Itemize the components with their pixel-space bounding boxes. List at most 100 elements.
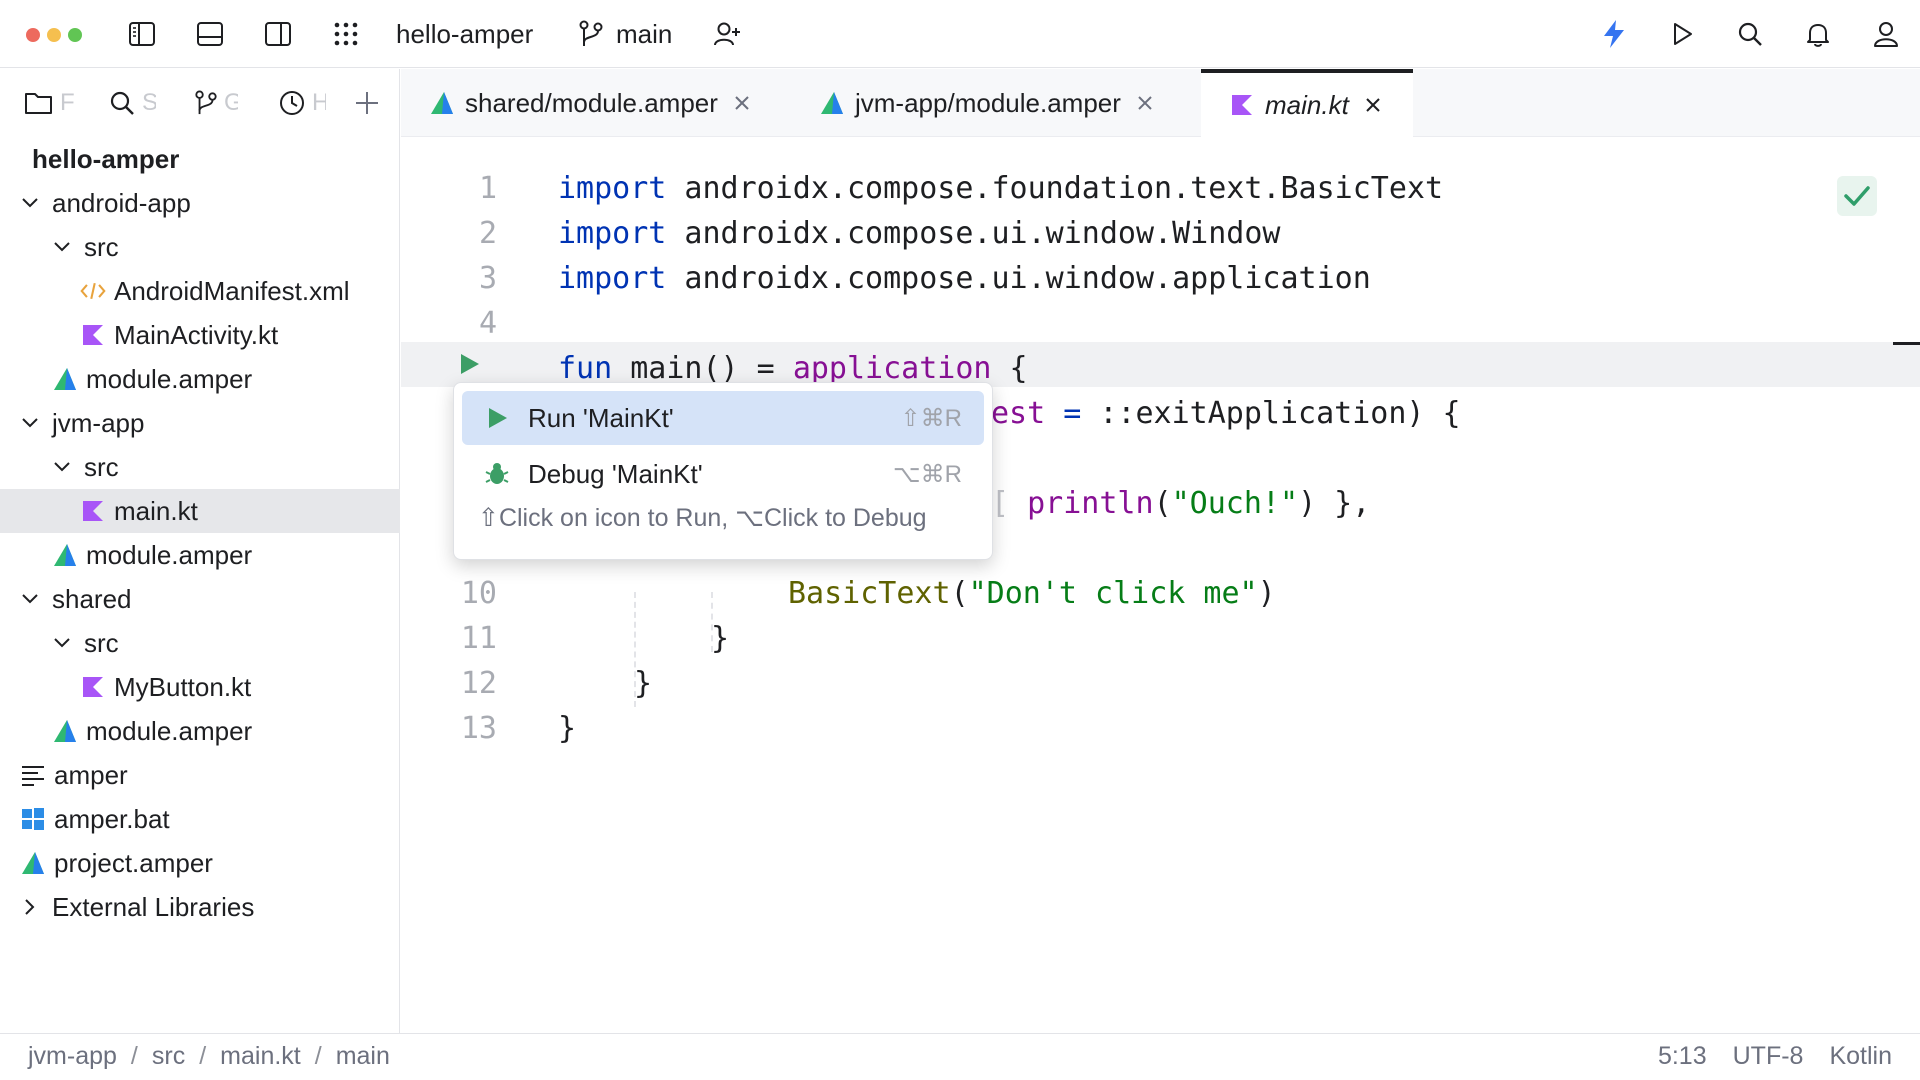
title-bar: hello-amper main <box>0 0 1920 68</box>
bottom-panel-toggle-icon[interactable] <box>192 16 228 52</box>
text-file-icon <box>20 762 46 788</box>
amper-file-icon <box>429 90 455 116</box>
close-window-button[interactable] <box>26 28 40 42</box>
chevron-right-icon[interactable] <box>20 897 40 917</box>
tab-project[interactable]: F <box>24 85 74 121</box>
account-icon[interactable] <box>1868 16 1904 52</box>
add-tab-plus-icon[interactable] <box>354 85 380 121</box>
tree-item-main-kt[interactable]: main.kt <box>0 489 400 533</box>
tree-item-amper[interactable]: amper <box>0 753 400 797</box>
chevron-down-icon[interactable] <box>20 413 40 433</box>
left-sidebar-toggle-icon[interactable] <box>124 16 160 52</box>
tab-main-kt[interactable]: main.kt <box>1201 69 1413 137</box>
notifications-bell-icon[interactable] <box>1800 16 1836 52</box>
code-line-10: BasicText("Don't click me") <box>788 576 1276 611</box>
close-tab-icon[interactable] <box>1135 93 1155 113</box>
run-gutter-popup: Run 'MainKt' ⇧⌘R Debug 'MainKt' ⌥⌘R ⇧Cli… <box>453 382 993 560</box>
line-number: 1 <box>478 171 497 206</box>
line-number: 11 <box>460 621 497 656</box>
tab-git[interactable]: G <box>194 85 238 121</box>
minimize-window-button[interactable] <box>47 28 61 42</box>
tree-item-android-module-amper[interactable]: module.amper <box>0 357 400 401</box>
branch-widget[interactable]: main <box>616 19 673 49</box>
run-icon[interactable] <box>1664 16 1700 52</box>
tree-item-project-amper[interactable]: project.amper <box>0 841 400 885</box>
tree-item-jvm-module-amper[interactable]: module.amper <box>0 533 400 577</box>
tab-history[interactable]: H <box>278 85 326 121</box>
branch-icon <box>195 90 217 115</box>
tree-root-hello-amper[interactable]: hello-amper <box>32 143 180 174</box>
clock-icon <box>280 91 304 115</box>
tab-shared-module-amper[interactable]: shared/module.amper <box>429 69 752 137</box>
breadcrumb: jvm-app / src / main.kt / main <box>28 1042 390 1071</box>
chevron-down-icon[interactable] <box>52 633 72 653</box>
kotlin-file-icon <box>80 498 106 524</box>
add-collaborator-icon[interactable] <box>710 16 746 52</box>
amper-file-icon <box>52 542 78 568</box>
tree-item-android-src[interactable]: src <box>0 225 400 269</box>
file-language[interactable]: Kotlin <box>1829 1042 1892 1070</box>
breadcrumb-item[interactable]: jvm-app <box>28 1042 117 1070</box>
search-icon[interactable] <box>1732 16 1768 52</box>
tree-item-shared-module-amper[interactable]: module.amper <box>0 709 400 753</box>
run-play-icon <box>482 403 512 433</box>
status-bar: jvm-app / src / main.kt / main 5:13 UTF-… <box>0 1033 1920 1080</box>
maximize-window-button[interactable] <box>68 28 82 42</box>
kotlin-file-icon <box>80 674 106 700</box>
breadcrumb-separator: / <box>199 1042 207 1070</box>
tool-window-tabs: F S G H <box>0 69 400 137</box>
close-tab-icon[interactable] <box>732 93 752 113</box>
tree-item-amper-bat[interactable]: amper.bat <box>0 797 400 841</box>
editor-tabs: shared/module.amper jvm-app/module.amper… <box>401 69 1920 137</box>
line-number: 10 <box>460 576 497 611</box>
tree-item-mainactivity[interactable]: MainActivity.kt <box>0 313 400 357</box>
line-number: 12 <box>460 666 497 701</box>
run-shortcut: ⇧⌘R <box>900 404 962 432</box>
chevron-down-icon[interactable] <box>52 237 72 257</box>
bolt-icon[interactable] <box>1596 16 1632 52</box>
breadcrumb-item[interactable]: main <box>335 1042 390 1070</box>
breadcrumb-separator: / <box>314 1042 322 1070</box>
amper-file-icon <box>52 718 78 744</box>
chevron-down-icon[interactable] <box>52 457 72 477</box>
breadcrumb-item[interactable]: main.kt <box>220 1042 301 1070</box>
tree-item-mybutton[interactable]: MyButton.kt <box>0 665 400 709</box>
tree-item-shared[interactable]: shared <box>0 577 400 621</box>
code-line-12: } <box>634 666 653 701</box>
main-menu-grid-icon[interactable] <box>328 16 364 52</box>
xml-file-icon <box>80 278 106 304</box>
breadcrumb-item[interactable]: src <box>151 1042 186 1070</box>
code-line-3: import androidx.compose.ui.window.applic… <box>558 261 1371 296</box>
right-sidebar-toggle-icon[interactable] <box>260 16 296 52</box>
project-name-widget[interactable]: hello-amper <box>396 19 534 49</box>
search-icon <box>110 91 134 115</box>
code-line-5: fun main() = application { <box>558 351 1028 386</box>
chevron-down-icon[interactable] <box>20 193 40 213</box>
code-line-1: import androidx.compose.foundation.text.… <box>558 171 1444 206</box>
tree-item-shared-src[interactable]: src <box>0 621 400 665</box>
debug-mainkt-menu-item[interactable]: Debug 'MainKt' ⌥⌘R <box>462 447 984 501</box>
line-number: 4 <box>478 306 497 341</box>
no-problems-check-icon[interactable] <box>1837 176 1877 216</box>
kotlin-file-icon <box>1229 92 1255 118</box>
amper-file-icon <box>20 850 46 876</box>
tab-jvm-app-module-amper[interactable]: jvm-app/module.amper <box>819 69 1155 137</box>
chevron-down-icon[interactable] <box>20 589 40 609</box>
code-line-2: import androidx.compose.ui.window.Window <box>558 216 1281 251</box>
close-tab-icon[interactable] <box>1363 95 1383 115</box>
tab-search[interactable]: S <box>108 85 156 121</box>
run-gutter-play-icon[interactable] <box>457 352 481 376</box>
tree-item-androidmanifest[interactable]: AndroidManifest.xml <box>0 269 400 313</box>
code-line-8-visible: [ println("Ouch!") }, <box>991 486 1371 521</box>
tree-item-external-libraries[interactable]: External Libraries <box>0 885 400 929</box>
tree-item-android-app[interactable]: android-app <box>0 181 400 225</box>
file-encoding[interactable]: UTF-8 <box>1732 1042 1804 1070</box>
run-mainkt-menu-item[interactable]: Run 'MainKt' ⇧⌘R <box>462 391 984 445</box>
tree-item-jvm-src[interactable]: src <box>0 445 400 489</box>
debug-shortcut: ⌥⌘R <box>893 460 962 488</box>
tree-item-jvm-app[interactable]: jvm-app <box>0 401 400 445</box>
caret-position[interactable]: 5:13 <box>1657 1042 1707 1070</box>
popup-hint-text: ⇧Click on icon to Run, ⌥Click to Debug <box>478 504 927 532</box>
scrollbar-marker[interactable] <box>1893 342 1920 345</box>
code-editor[interactable]: 1 2 3 4 10 11 12 13 import androidx.comp… <box>401 138 1920 1033</box>
